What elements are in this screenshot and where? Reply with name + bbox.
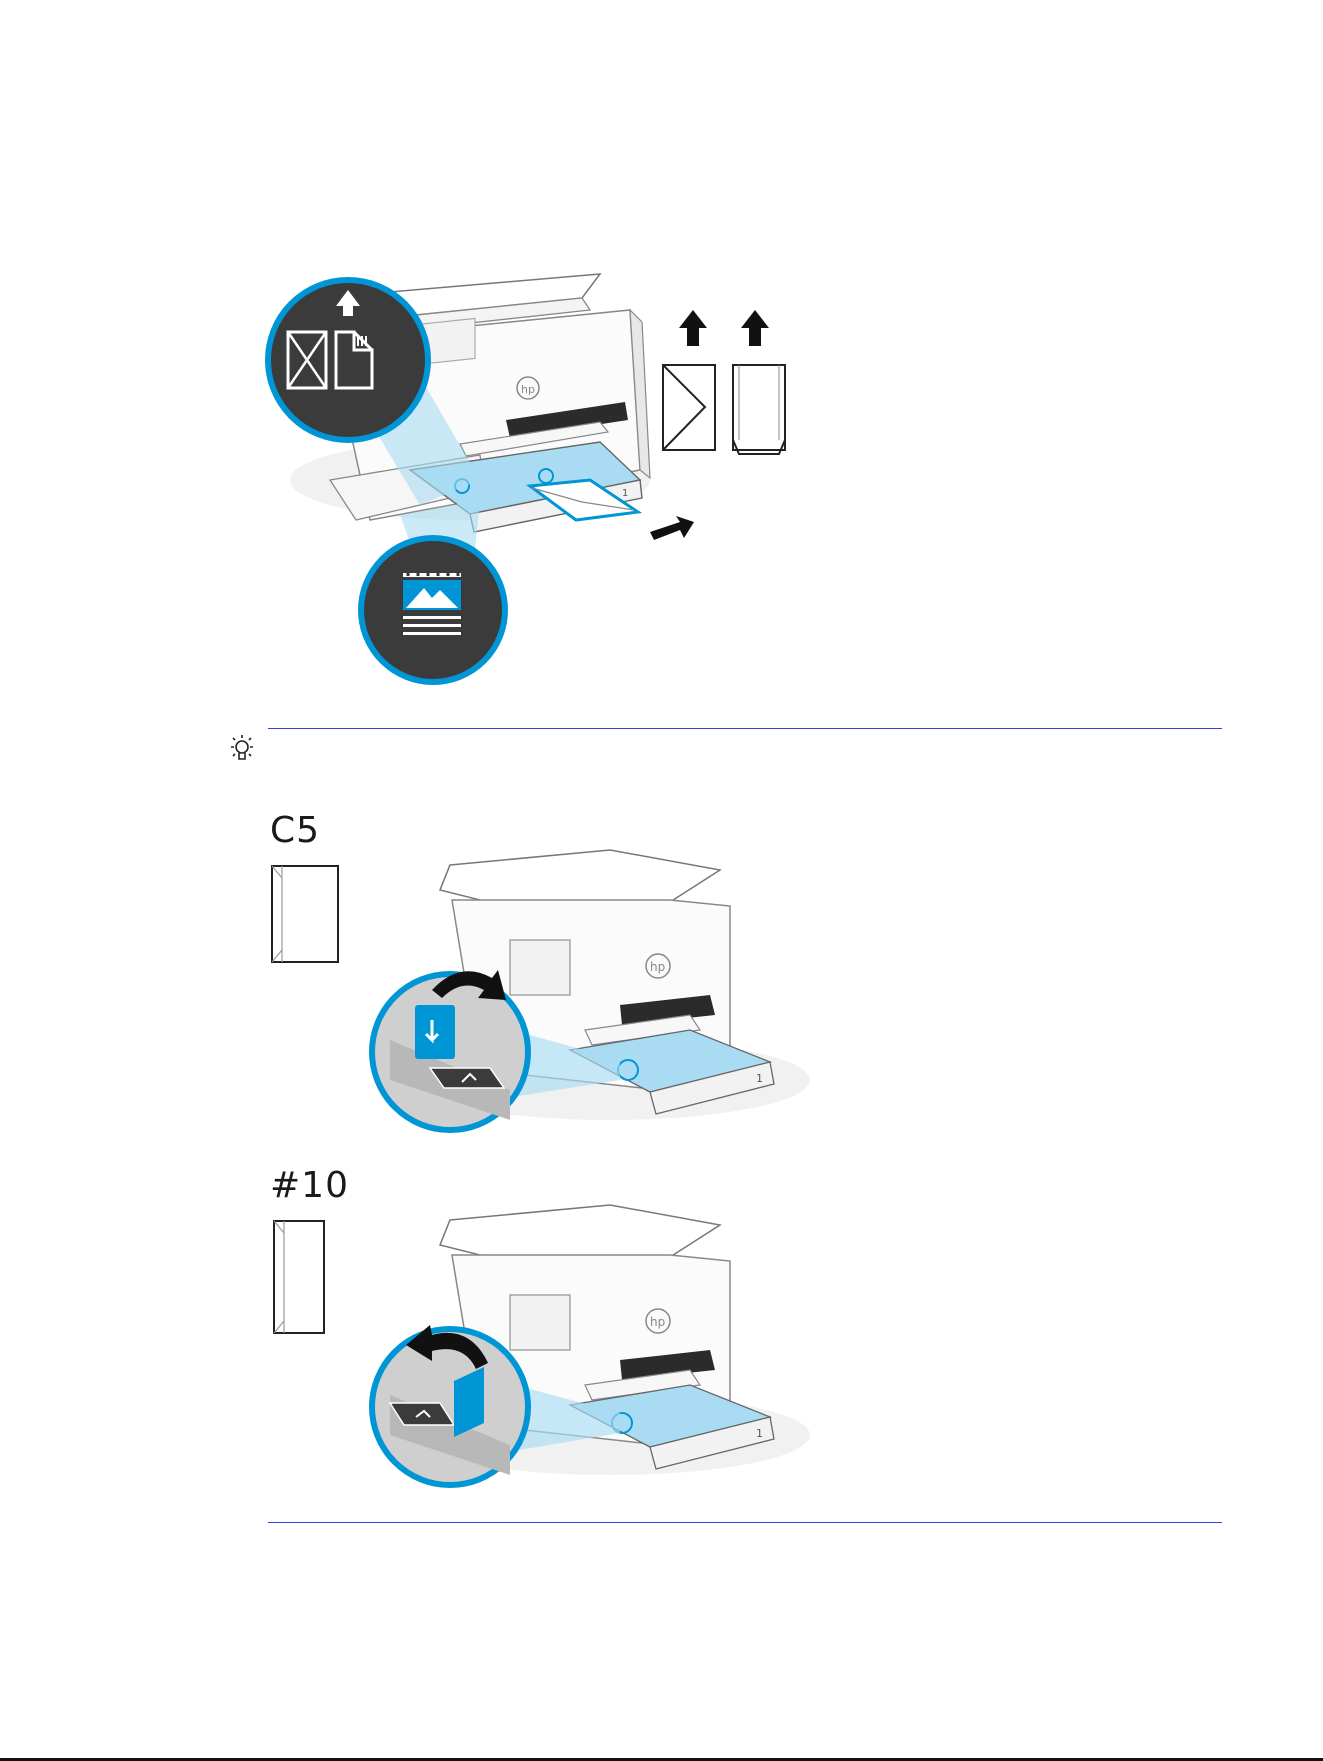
arrow-up-icon xyxy=(679,310,707,346)
push-arrow-icon xyxy=(650,516,694,540)
envelope-label-no10: #10 xyxy=(270,1165,349,1206)
envelope-label-c5: C5 xyxy=(270,810,320,851)
hp-logo-text: hp xyxy=(521,383,535,396)
envelope-icon xyxy=(733,365,785,450)
hp-logo-text: hp xyxy=(650,1315,665,1329)
tray-number: 1 xyxy=(622,488,628,499)
tip-bottom-rule xyxy=(268,1522,1222,1523)
printer-illustration-no10: hp 1 xyxy=(370,1185,830,1505)
envelope-icon xyxy=(663,365,715,450)
tray-number: 1 xyxy=(756,1427,763,1440)
no10-envelope-icon xyxy=(270,1213,330,1343)
tray-number: 1 xyxy=(756,1072,763,1085)
printer-illustration-c5: hp 1 xyxy=(370,830,830,1150)
figure-envelope-orientation: hp 1 xyxy=(270,270,810,690)
tip-top-rule xyxy=(268,728,1222,729)
envelope-orientation-icons xyxy=(655,310,815,490)
arrow-up-icon xyxy=(741,310,769,346)
figure-c5: C5 hp 1 xyxy=(270,810,810,1130)
guide-tab xyxy=(415,1005,455,1059)
figure-no10: #10 hp 1 xyxy=(270,1165,810,1485)
lightbulb-icon xyxy=(228,733,256,765)
hp-logo-text: hp xyxy=(650,960,665,974)
c5-envelope-icon xyxy=(268,858,348,968)
